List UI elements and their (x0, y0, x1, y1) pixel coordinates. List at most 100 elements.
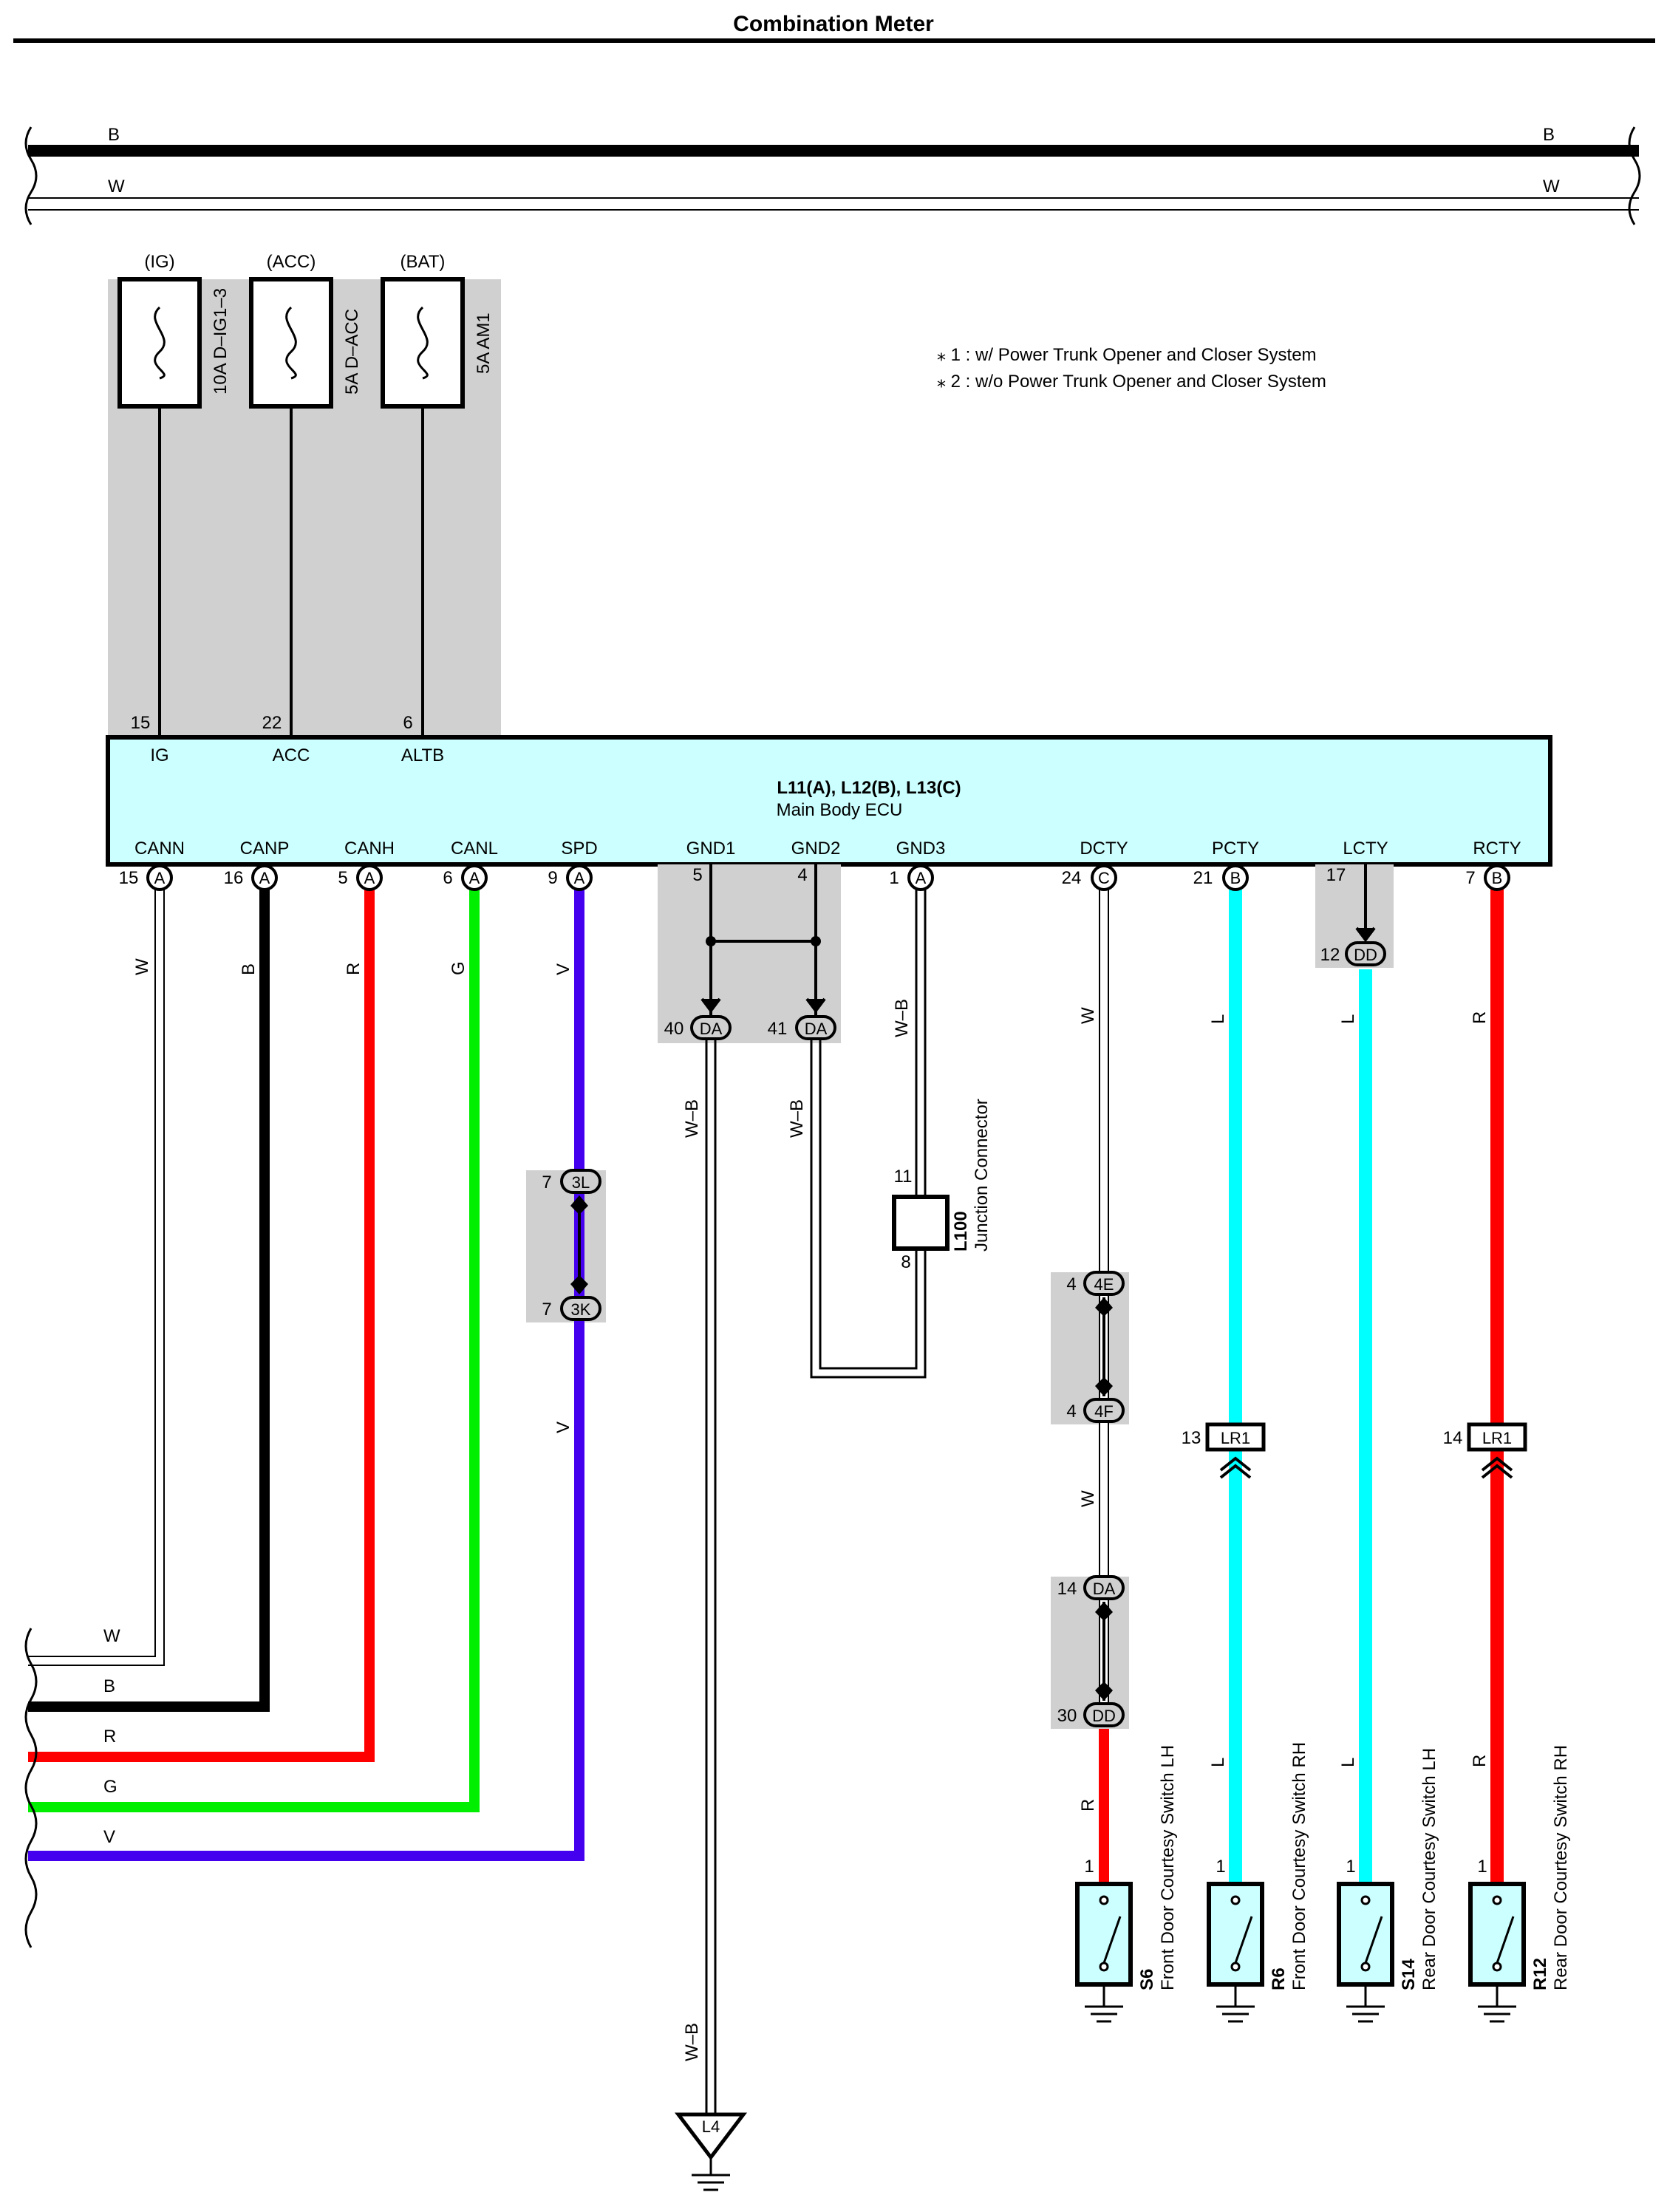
connector-pin: 40 (664, 1019, 684, 1039)
conn-circle (1091, 864, 1117, 891)
wire-color-label: V (553, 1421, 573, 1433)
fuse-rating-label: 10A D–IG1–3 (211, 288, 231, 395)
pin-cann: 15 (119, 868, 139, 888)
junction-connector-l100: 11 8 L100 Junction Connector (892, 1099, 992, 1272)
terminal-lcty: LCTY (1343, 839, 1388, 858)
main-body-ecu (106, 735, 1552, 867)
conn-id: B (1492, 869, 1503, 887)
connector-pin: 7 (542, 1172, 551, 1192)
connector-pin: 4 (1066, 1274, 1076, 1294)
switch-pin: 1 (1216, 1857, 1225, 1877)
fuse-pin-label: 6 (403, 713, 412, 733)
connector-pin: 7 (542, 1300, 551, 1320)
gnd2-wire-a (810, 1040, 927, 1379)
wire-color-label: W–B (787, 1099, 807, 1138)
pin-rcty: 7 (1465, 868, 1475, 888)
connector-id: 3K (571, 1300, 591, 1319)
wire-color-label: G (449, 961, 468, 975)
switch-r6: 1 R6 Front Door Courtesy Switch RH (1207, 1742, 1309, 2023)
conn-id: A (574, 869, 585, 887)
connector-id: DD (1092, 1707, 1116, 1725)
connector-dd-12 (1345, 941, 1386, 966)
cann-wire-outline (28, 890, 165, 1666)
connector-pin: 12 (1320, 945, 1340, 965)
connector-4f (1083, 1398, 1125, 1423)
terminal-dcty: DCTY (1080, 839, 1128, 858)
connector-4e (1083, 1271, 1125, 1296)
terminal-canl: CANL (451, 839, 498, 858)
wire-color-label: W–B (682, 1099, 702, 1138)
fuse-symbol-icon (285, 306, 297, 380)
terminal-spd: SPD (561, 839, 597, 858)
arrow-up-icon (1095, 1297, 1113, 1317)
gnd2-pin: 4 (797, 865, 807, 885)
wire-color-label: B (239, 963, 259, 975)
pin-spd: 9 (548, 868, 557, 888)
bus-w-label-left: W (108, 177, 125, 197)
wire-color-label: R (1470, 1011, 1490, 1024)
switch-contact-icon (1492, 1895, 1502, 1905)
terminal-canh: CANH (344, 839, 395, 858)
conn-circle (907, 864, 934, 891)
fuse-ig: (IG) 10A D–IG1–3 15 (117, 252, 231, 737)
wire-color-label: L (1338, 1758, 1358, 1767)
note-1: ⁎ 1 : w/ Power Trunk Opener and Closer S… (937, 345, 1317, 365)
junction-name: Junction Connector (972, 1099, 992, 1252)
bus-break-left (24, 126, 38, 225)
fuse-supply-label: (IG) (144, 252, 174, 272)
conn-id: A (259, 869, 270, 887)
switch-contact-icon (1492, 1962, 1502, 1972)
bundle-label: B (103, 1676, 115, 1696)
arrow-down-icon (570, 1275, 588, 1294)
bus-b-wire (28, 145, 1639, 157)
ecu-bottom-markers: 15 A 16 A 5 A 6 A 9 A 1 A 24 C 21 B 7 B (119, 864, 1510, 891)
wire-color-label: L (1208, 1014, 1228, 1024)
conn-circle (1222, 864, 1249, 891)
arrow-up-icon (1095, 1602, 1113, 1621)
switch-r12: 1 R12 Rear Door Courtesy Switch RH (1468, 1745, 1571, 2023)
junction-pin-top: 11 (894, 1167, 913, 1187)
fuse-symbol-icon (417, 306, 429, 380)
terminal-gnd3: GND3 (896, 839, 946, 858)
connector-da-40 (690, 1015, 732, 1040)
switch-lever-icon (1102, 1916, 1122, 1964)
connector-pin: 41 (768, 1019, 788, 1039)
fuse-acc: (ACC) 5A D–ACC 22 (249, 252, 362, 737)
fuse-rating-label: 5A AM1 (474, 313, 494, 374)
terminal-rcty: RCTY (1473, 839, 1521, 858)
ecu-terminal-acc: ACC (273, 745, 310, 765)
switch-lever-icon (1234, 1916, 1253, 1964)
connector-3l (560, 1169, 601, 1194)
ground-id: L4 (702, 2117, 720, 2136)
switch-contact-icon (1099, 1895, 1109, 1905)
wire-color-label: R (344, 963, 364, 975)
bus-b-label-right: B (1543, 125, 1555, 145)
conn-circle (146, 864, 173, 891)
connector-lr1-13 (1205, 1422, 1266, 1452)
switch-code: R6 (1269, 1967, 1289, 1990)
switch-name: Rear Door Courtesy Switch LH (1419, 1748, 1439, 1990)
ecu-terminal-ig: IG (150, 745, 168, 765)
gnd-shade (658, 864, 841, 1043)
arrow-up-icon (570, 1195, 588, 1215)
top-bus: B B W W (24, 125, 1641, 225)
lcty-pin: 17 (1326, 865, 1346, 885)
wire-color-label: W (1078, 1490, 1098, 1507)
terminal-cann: CANN (134, 839, 185, 858)
switch-contact-icon (1360, 1962, 1371, 1972)
can-wires: W B R G V W B R G V V (24, 890, 584, 1948)
pin-canh: 5 (338, 868, 347, 888)
conn-id: A (364, 869, 375, 887)
wire-color-label: W (1078, 1007, 1098, 1024)
page-title: Combination Meter (733, 12, 934, 36)
bundle-break-icon (24, 1628, 38, 1948)
gnd2-wire-b (819, 1040, 918, 1370)
terminal-gnd2: GND2 (791, 839, 841, 858)
connector-id: LR1 (1482, 1429, 1512, 1447)
gnd1-pin: 5 (692, 865, 702, 885)
fuse-supply-label: (BAT) (400, 252, 446, 272)
chevron-up-icon (1219, 1456, 1252, 1479)
connector-da-41 (795, 1015, 836, 1040)
connector-id: 4F (1094, 1402, 1114, 1421)
